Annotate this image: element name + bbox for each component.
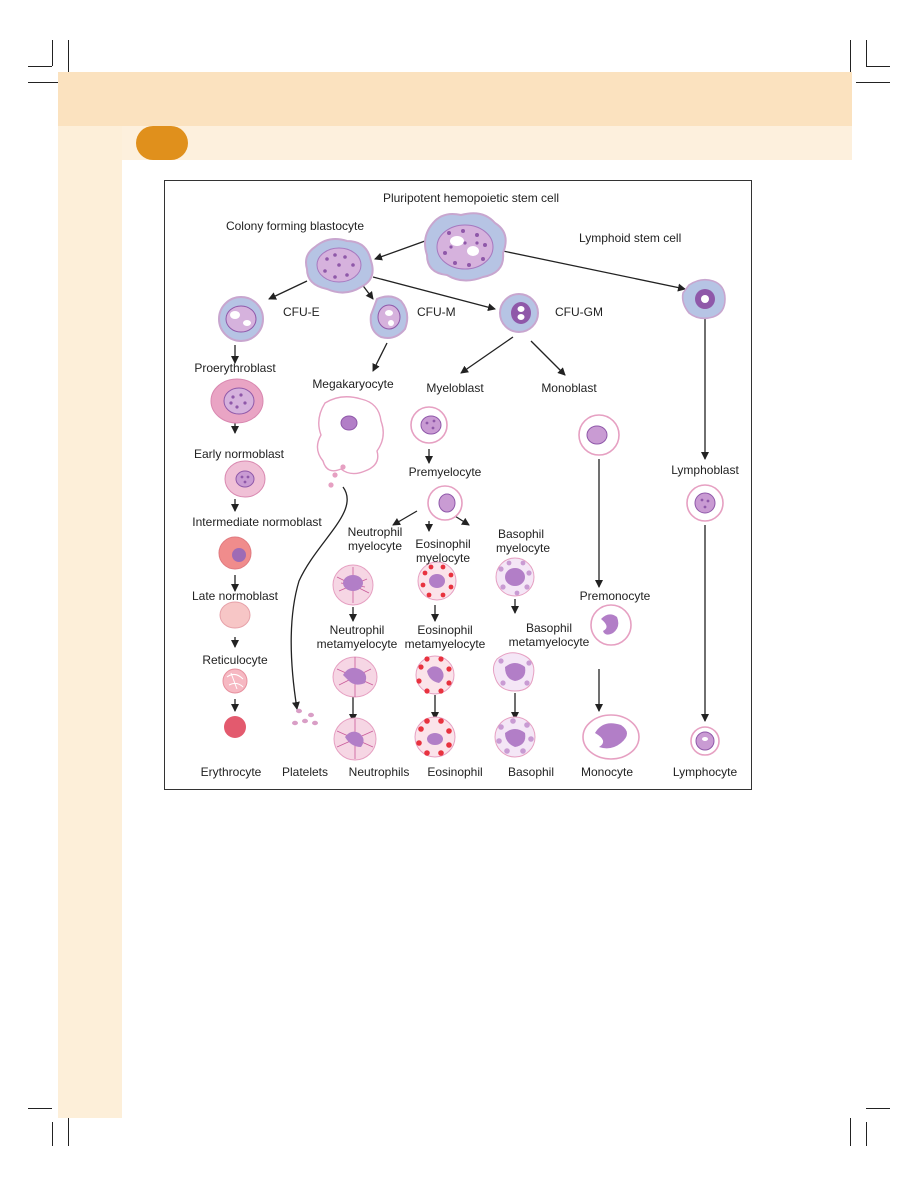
label-monoblast: Monoblast [541,381,597,395]
cfu-e-cell [218,296,264,342]
label-neutrophils: Neutrophils [348,765,410,779]
crop-mark-tl-v2 [68,40,69,72]
eosinophil-myelocyte-cell [417,561,457,601]
crop-mark-tl-h [28,66,52,67]
label-monocyte: Monocyte [580,765,634,779]
monocyte-cell [582,714,640,760]
label-lymphoid-stem-cell: Lymphoid stem cell [579,231,682,245]
reticulocyte-cell [222,668,248,694]
label-neutrophil-myelocyte-line1: Neutrophil [347,525,403,539]
basophil-cell [494,716,536,758]
label-intermediate-normoblast: Intermediate normoblast [192,515,322,529]
label-basophil-metamyelocyte-line2: metamyelocyte [508,635,590,649]
label-eosinophil-metamyelocyte-line1: Eosinophil [417,623,473,637]
hemopoiesis-figure: Pluripotent hemopoietic stem cell Colony… [164,180,752,790]
basophil-myelocyte-cell [495,557,535,597]
crop-mark-tr-v2 [850,40,851,72]
label-platelets: Platelets [281,765,329,779]
crop-mark-tr-h [866,66,890,67]
label-basophil-metamyelocyte-line1: Basophil [525,621,573,635]
label-late-normoblast: Late normoblast [191,589,279,603]
label-lymphoblast: Lymphoblast [671,463,739,477]
crop-mark-tl-v [52,40,53,66]
arrow-cfugm-to-myeloblast [460,336,514,374]
label-cfu-m: CFU-M [417,305,456,319]
label-eosinophil-metamyelocyte-line2: metamyelocyte [404,637,486,651]
label-premonocyte: Premonocyte [579,589,651,603]
crop-mark-tr-h2 [856,82,890,83]
proerythroblast-cell [210,378,264,424]
early-normoblast-cell [224,460,266,498]
monoblast-cell [578,414,620,456]
label-colony-forming-blastocyte: Colony forming blastocyte [225,219,365,233]
arrow-cfum-to-megakaryocyte [372,342,388,372]
crop-mark-bl-v [52,1122,53,1146]
crop-mark-tr-v [866,40,867,66]
crop-mark-bl-v2 [68,1118,69,1146]
label-basophil-myelocyte-line2: myelocyte [495,541,551,555]
crop-mark-bl-h [28,1108,52,1109]
page-side-strip [58,72,122,1118]
premyelocyte-cell [427,485,463,521]
neutrophil-metamyelocyte-cell [332,656,378,698]
label-eosinophil: Eosinophil [427,765,483,779]
lymphoblast-cell [686,484,724,522]
label-reticulocyte: Reticulocyte [202,653,268,667]
cfu-m-cell [369,295,409,339]
label-eosinophil-myelocyte-line2: myelocyte [415,551,471,565]
megakaryocyte-cell [316,396,384,488]
myeloblast-cell [410,406,448,444]
intermediate-normoblast-cell [218,536,252,570]
label-myeloblast: Myeloblast [426,381,484,395]
arrow-colony-to-cfugm [372,276,496,312]
label-pluripotent: Pluripotent hemopoietic stem cell [382,191,560,205]
arrow-cfugm-to-monoblast [530,340,566,376]
eosinophil-cell [414,716,456,758]
page-subheader-band [122,126,852,160]
label-eosinophil-myelocyte-line1: Eosinophil [415,537,471,551]
arrow-colony-to-cfue [268,280,308,300]
erythrocyte-cell [224,716,246,738]
arrows [231,240,709,722]
cfu-gm-cell [499,293,539,333]
page-header-band [58,72,852,126]
eosinophil-metamyelocyte-cell [415,655,455,695]
basophil-metamyelocyte-cell [492,652,535,692]
arrow-pre-to-neutrophil-myelocyte [392,510,418,526]
pluripotent-stem-cell [424,212,507,282]
crop-mark-br-v2 [850,1118,851,1146]
lymphocyte-cell [690,726,720,756]
label-lymphocyte: Lymphocyte [672,765,738,779]
neutrophil-cell [333,717,377,761]
lymphoid-stem-cell [681,278,726,320]
hemopoiesis-diagram [210,212,726,761]
platelets-cells [292,708,318,726]
label-neutrophil-metamyelocyte-line2: metamyelocyte [316,637,398,651]
colony-forming-blastocyte [305,238,374,294]
arrow-stem-to-lymphoid [502,250,686,292]
crop-mark-br-v [866,1122,867,1146]
chapter-badge [136,126,188,160]
label-neutrophil-metamyelocyte-line1: Neutrophil [329,623,385,637]
neutrophil-myelocyte-cell [332,564,374,606]
label-neutrophil-myelocyte-line2: myelocyte [347,539,403,553]
label-proerythroblast: Proerythroblast [194,361,276,375]
label-cfu-gm: CFU-GM [555,305,603,319]
arrow-megakaryocyte-to-platelets [290,486,348,710]
label-premyelocyte: Premyelocyte [408,465,482,479]
label-basophil: Basophil [507,765,555,779]
crop-mark-tl-h2 [28,82,58,83]
label-erythrocyte: Erythrocyte [200,765,262,779]
label-cfu-e: CFU-E [283,305,320,319]
label-megakaryocyte: Megakaryocyte [312,377,394,391]
label-early-normoblast: Early normoblast [193,447,285,461]
late-normoblast-cell [219,601,251,629]
crop-mark-br-h [866,1108,890,1109]
premonocyte-cell [590,604,632,646]
label-basophil-myelocyte-line1: Basophil [497,527,545,541]
arrow-stem-to-colony [374,240,426,261]
